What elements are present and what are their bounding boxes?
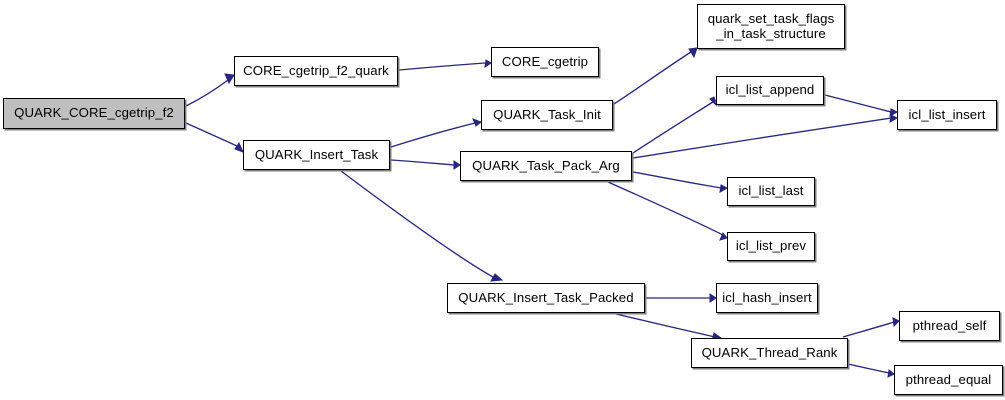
graph-node-quark_insert_task_packed[interactable]: QUARK_Insert_Task_Packed xyxy=(447,283,645,313)
arrowhead-icon xyxy=(453,160,461,170)
graph-edge-quark_task_pack_arg-to-icl_list_prev xyxy=(607,181,726,237)
graph-edge-icl_list_append-to-icl_list_insert xyxy=(824,94,892,113)
graph-edge-quark_task_pack_arg-to-icl_list_insert xyxy=(632,117,892,159)
graph-edge-quark_core_cgetrip_f2-to-core_cgetrip_f2_quark xyxy=(185,79,229,107)
arrowhead-icon xyxy=(472,118,482,127)
edge-arrowhead-group xyxy=(224,47,900,378)
graph-edge-quark_insert_task-to-quark_insert_task_packed xyxy=(340,170,494,278)
arrowhead-icon xyxy=(719,184,729,193)
arrowhead-icon xyxy=(889,108,899,117)
graph-node-quark_task_pack_arg[interactable]: QUARK_Task_Pack_Arg xyxy=(460,151,632,181)
arrowhead-icon xyxy=(892,317,900,328)
graph-node-core_cgetrip[interactable]: CORE_cgetrip xyxy=(491,47,599,77)
graph-node-quark_task_init[interactable]: QUARK_Task_Init xyxy=(481,100,613,130)
graph-edge-quark_core_cgetrip_f2-to-quark_insert_task xyxy=(185,122,238,147)
arrowhead-icon xyxy=(887,369,895,378)
arrowhead-icon xyxy=(484,59,492,69)
graph-edge-quark_thread_rank-to-pthread_self xyxy=(842,321,895,338)
arrowhead-icon xyxy=(709,96,717,107)
arrowhead-icon xyxy=(490,273,504,282)
arrowhead-icon xyxy=(234,141,244,153)
graph-node-quark_set_task_flags_in_task_structure[interactable]: quark_set_task_flags _in_task_structure xyxy=(697,4,845,49)
edge-path-group xyxy=(185,51,895,374)
arrowhead-icon xyxy=(719,232,728,241)
graph-node-pthread_self[interactable]: pthread_self xyxy=(899,311,1000,341)
graph-node-core_cgetrip_f2_quark[interactable]: CORE_cgetrip_f2_quark xyxy=(234,56,398,86)
arrowhead-icon xyxy=(709,293,717,303)
graph-edge-quark_thread_rank-to-pthread_equal xyxy=(847,363,890,374)
graph-edge-quark_task_init-to-quark_set_task_flags_in_task_structure xyxy=(613,51,692,105)
graph-node-icl_hash_insert[interactable]: icl_hash_insert xyxy=(716,283,818,313)
graph-edge-core_cgetrip_f2_quark-to-core_cgetrip xyxy=(398,62,486,71)
graph-node-icl_list_last[interactable]: icl_list_last xyxy=(727,177,815,206)
arrowhead-icon xyxy=(688,47,698,59)
graph-node-icl_list_insert[interactable]: icl_list_insert xyxy=(897,100,997,130)
arrowhead-icon xyxy=(889,114,899,123)
graph-node-quark_core_cgetrip_f2[interactable]: QUARK_CORE_cgetrip_f2 xyxy=(3,98,185,129)
graph-node-icl_list_append[interactable]: icl_list_append xyxy=(716,76,824,105)
graph-node-quark_thread_rank[interactable]: QUARK_Thread_Rank xyxy=(691,338,848,368)
graph-node-icl_list_prev[interactable]: icl_list_prev xyxy=(727,232,815,261)
graph-edge-quark_task_pack_arg-to-icl_list_last xyxy=(632,171,722,189)
graph-node-quark_insert_task[interactable]: QUARK_Insert_Task xyxy=(243,140,390,170)
graph-node-pthread_equal[interactable]: pthread_equal xyxy=(894,365,1003,395)
graph-edge-quark_insert_task-to-quark_task_init xyxy=(390,122,476,148)
graph-edge-quark_task_pack_arg-to-icl_list_append xyxy=(632,99,717,154)
graph-edge-quark_insert_task_packed-to-quark_thread_rank xyxy=(615,313,716,338)
arrowhead-icon xyxy=(224,73,235,85)
graph-edge-quark_insert_task-to-quark_task_pack_arg xyxy=(390,159,455,166)
